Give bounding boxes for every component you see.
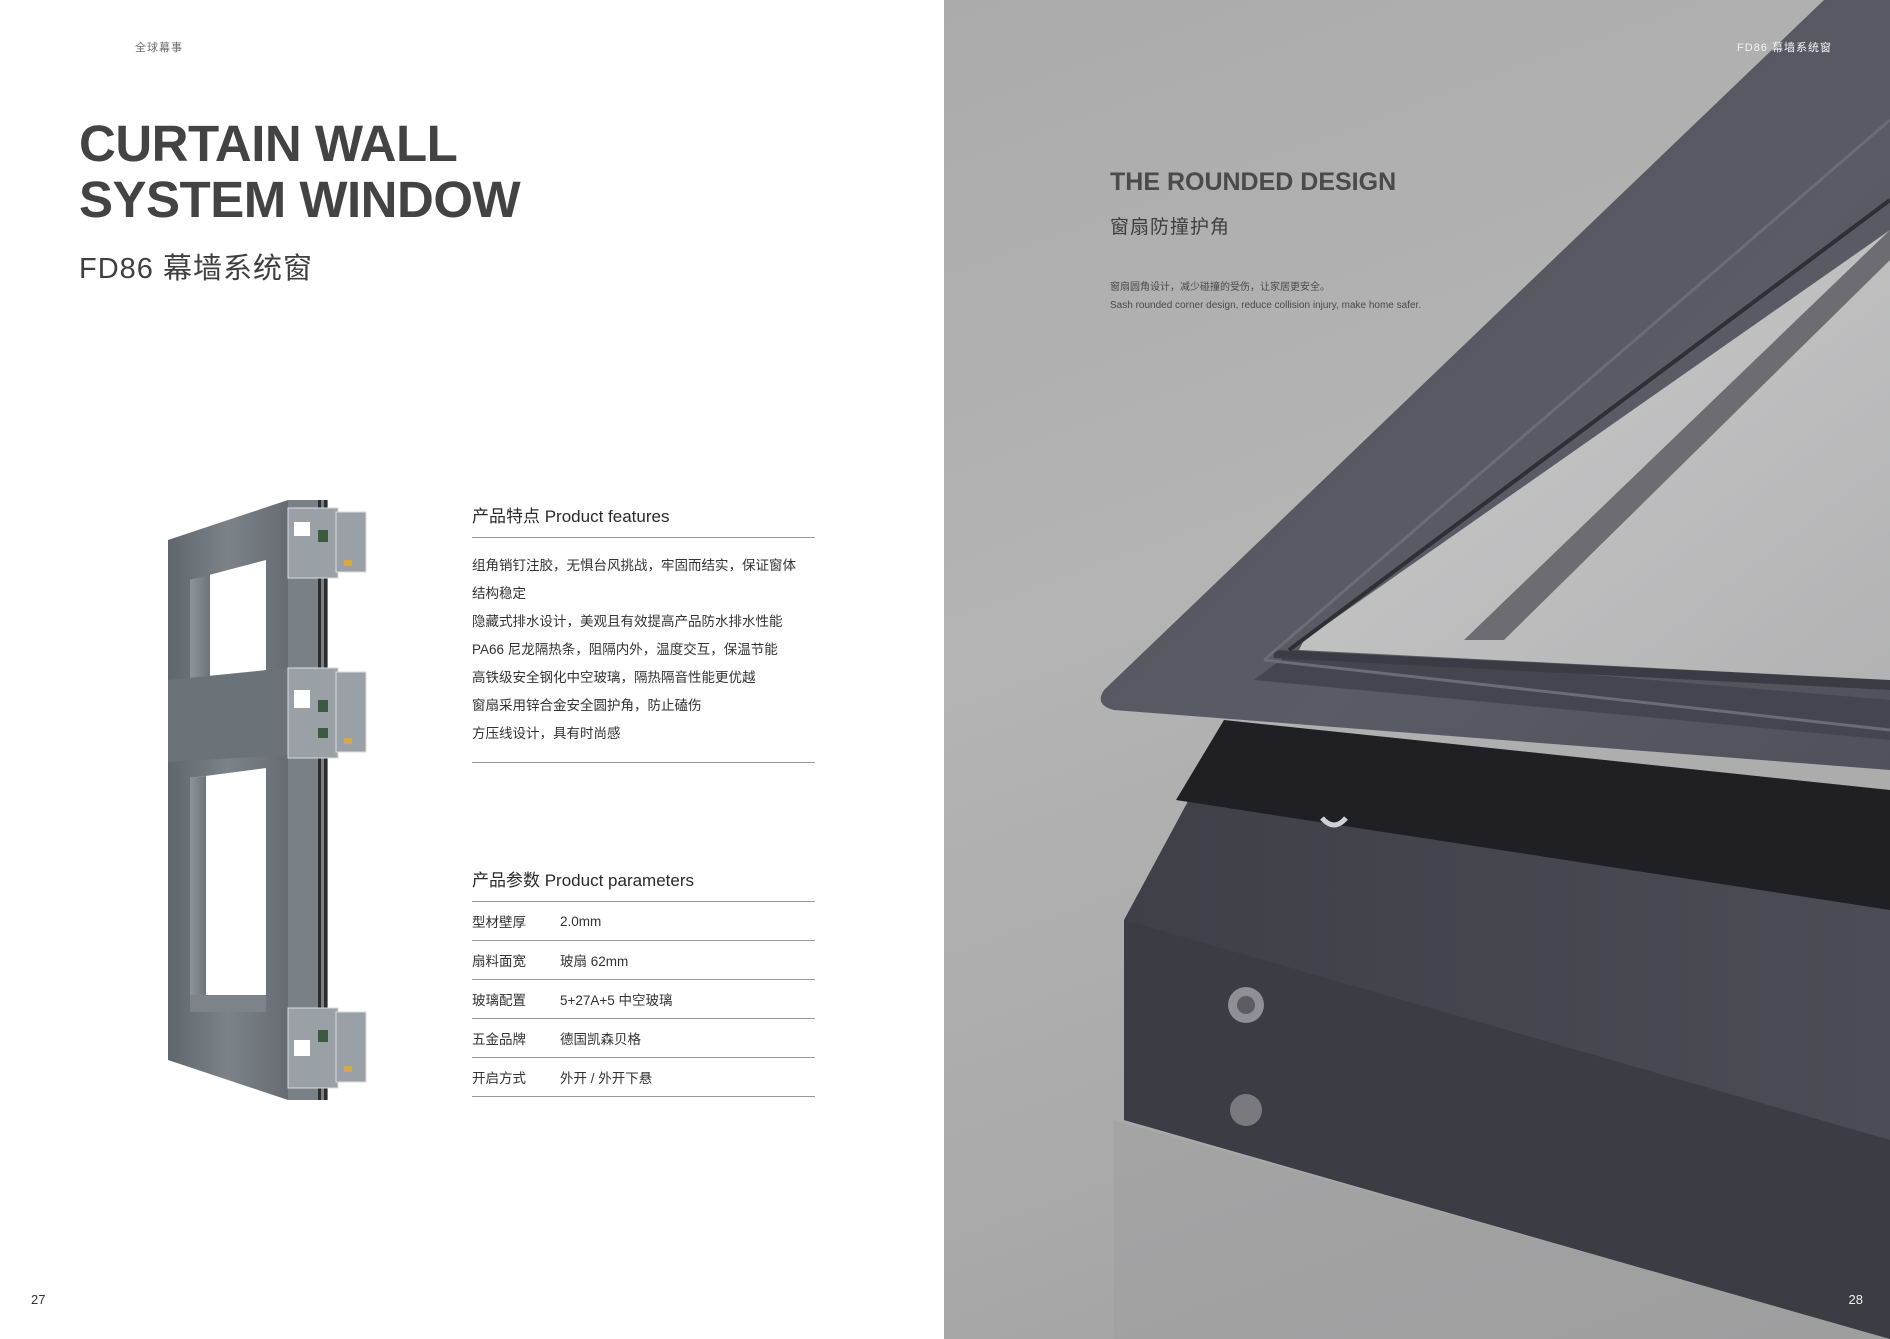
feature-item: 结构稳定 xyxy=(472,586,526,601)
features-list: 组角销钉注胶，无惧台风挑战，牢固而结实，保证窗体 结构稳定 隐藏式排水设计，美观… xyxy=(472,538,815,763)
rounded-design-description: 窗扇圆角设计，减少碰撞的受伤，让家居更安全。 Sash rounded corn… xyxy=(1110,279,1421,315)
rounded-corner-photo xyxy=(1100,0,1890,1339)
feature-item: 隐藏式排水设计，美观且有效提高产品防水排水性能 xyxy=(472,614,783,629)
param-value: 德国凯森贝格 xyxy=(560,1018,815,1058)
window-profile-image xyxy=(168,500,367,1100)
description-cn: 窗扇圆角设计，减少碰撞的受伤，让家居更安全。 xyxy=(1110,282,1330,293)
title-line-1: CURTAIN WALL xyxy=(79,115,458,172)
table-row: 开启方式 外开 / 外开下悬 xyxy=(472,1057,815,1097)
rounded-design-title: THE ROUNDED DESIGN xyxy=(1110,168,1397,196)
feature-item: 窗扇采用锌合金安全圆护角，防止磕伤 xyxy=(472,698,702,713)
param-value: 玻扇 62mm xyxy=(560,940,815,980)
param-value: 5+27A+5 中空玻璃 xyxy=(560,979,815,1019)
feature-item: 高铁级安全钢化中空玻璃，隔热隔音性能更优越 xyxy=(472,670,756,685)
feature-item: 组角销钉注胶，无惧台风挑战，牢固而结实，保证窗体 xyxy=(472,558,796,573)
table-row: 型材壁厚 2.0mm xyxy=(472,902,815,941)
param-label: 开启方式 xyxy=(472,1057,560,1097)
param-value: 2.0mm xyxy=(560,902,815,941)
description-en: Sash rounded corner design, reduce colli… xyxy=(1110,300,1422,311)
running-head-right: FD86 幕墙系统窗 xyxy=(1737,42,1832,54)
param-label: 五金品牌 xyxy=(472,1018,560,1058)
page-subtitle: FD86 幕墙系统窗 xyxy=(79,253,313,285)
features-heading: 产品特点 Product features xyxy=(472,502,815,538)
title-line-2: SYSTEM WINDOW xyxy=(79,171,521,228)
feature-item: 方压线设计，具有时尚感 xyxy=(472,726,621,741)
rounded-design-subtitle: 窗扇防撞护角 xyxy=(1110,217,1231,238)
right-page: FD86 幕墙系统窗 THE ROUNDED DESIGN 窗扇防撞护角 窗扇圆… xyxy=(944,0,1890,1339)
param-label: 扇料面宽 xyxy=(472,940,560,980)
page-title: CURTAIN WALL SYSTEM WINDOW xyxy=(79,115,521,228)
parameters-heading: 产品参数 Product parameters xyxy=(472,866,815,902)
table-row: 玻璃配置 5+27A+5 中空玻璃 xyxy=(472,979,815,1019)
running-head-left: 全球幕事 xyxy=(135,42,183,54)
param-value: 外开 / 外开下悬 xyxy=(560,1057,815,1097)
product-parameters-section: 产品参数 Product parameters 型材壁厚 2.0mm 扇料面宽 … xyxy=(472,866,815,1097)
table-row: 扇料面宽 玻扇 62mm xyxy=(472,940,815,980)
parameters-table: 型材壁厚 2.0mm 扇料面宽 玻扇 62mm 玻璃配置 5+27A+5 中空玻… xyxy=(472,902,815,1097)
page-number-left: 27 xyxy=(31,1292,46,1307)
table-row: 五金品牌 德国凯森贝格 xyxy=(472,1018,815,1058)
param-label: 玻璃配置 xyxy=(472,979,560,1019)
param-label: 型材壁厚 xyxy=(472,902,560,941)
left-page: 全球幕事 CURTAIN WALL SYSTEM WINDOW FD86 幕墙系… xyxy=(0,0,944,1339)
page-number-right: 28 xyxy=(1848,1292,1863,1307)
product-features-section: 产品特点 Product features 组角销钉注胶，无惧台风挑战，牢固而结… xyxy=(472,502,815,763)
feature-item: PA66 尼龙隔热条，阻隔内外，温度交互，保温节能 xyxy=(472,642,778,657)
